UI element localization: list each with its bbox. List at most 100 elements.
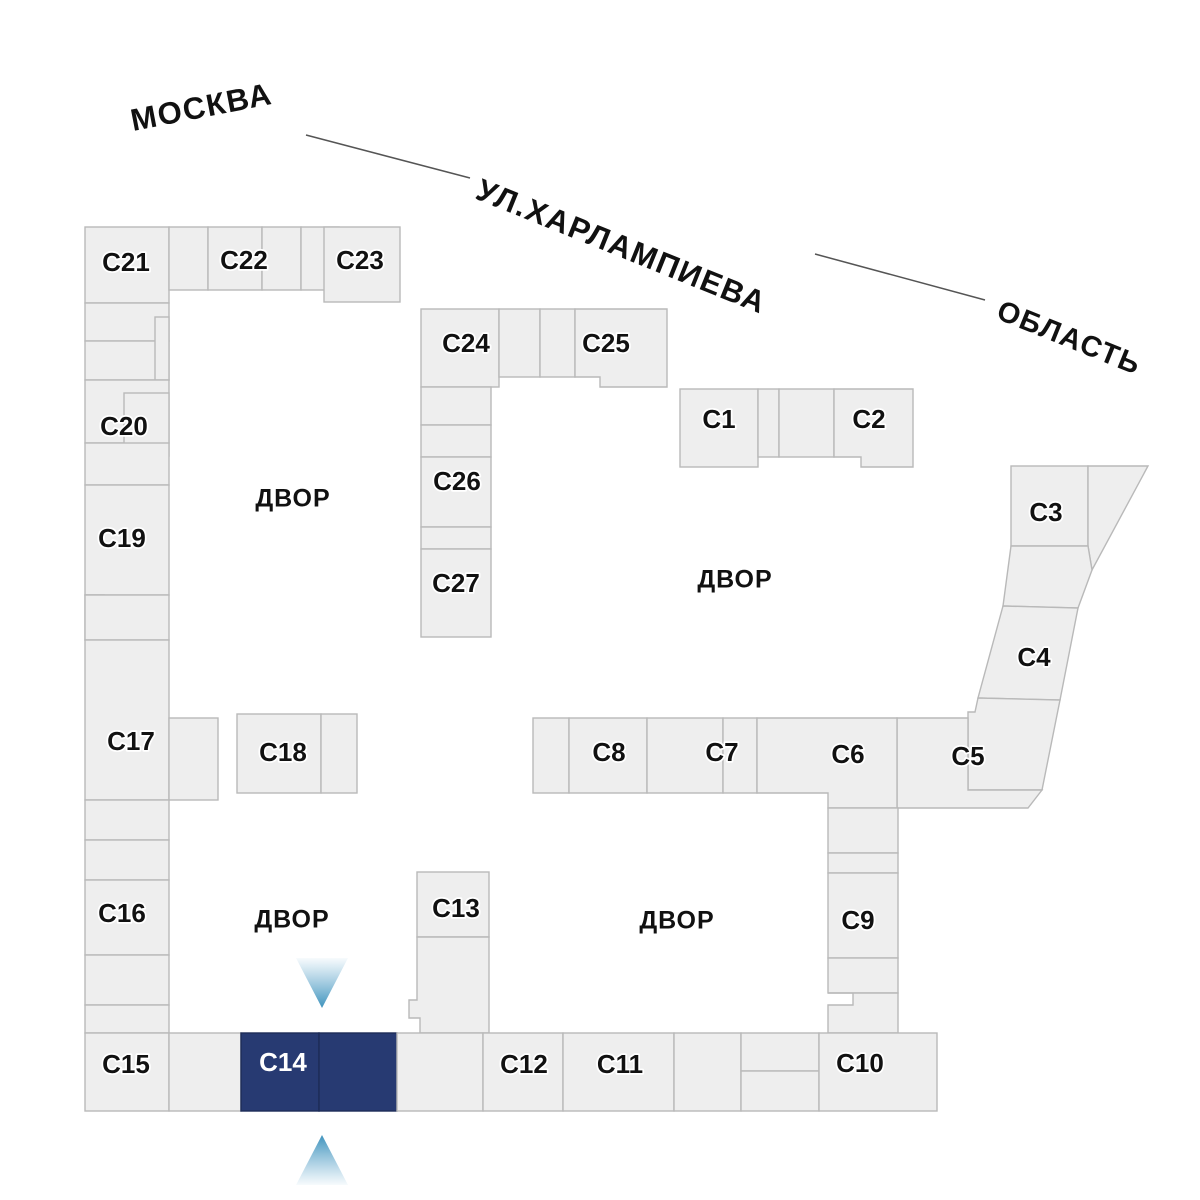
building-C14[interactable] — [240, 1032, 320, 1112]
building-C1[interactable] — [679, 388, 759, 468]
building-C12[interactable] — [482, 1032, 564, 1112]
building-C18-annex[interactable] — [320, 713, 358, 794]
building-C10-link-lower[interactable] — [740, 1070, 820, 1112]
building-label-C7: C7 — [705, 737, 738, 767]
leader-line-oblast — [814, 253, 986, 301]
entrance-marker-north-icon[interactable] — [296, 958, 348, 1008]
building-label-C21: C21 — [102, 247, 150, 277]
building-C11-annex[interactable] — [673, 1032, 742, 1112]
building-west-spine-3[interactable] — [84, 442, 170, 486]
label-oblast: ОБЛАСТЬ — [992, 295, 1145, 382]
yard-label-northwest: ДВОР — [255, 485, 330, 513]
building-C17-annex[interactable] — [168, 717, 219, 801]
block-group-east-row — [532, 717, 898, 809]
building-C1-annex[interactable] — [757, 388, 780, 458]
building-west-spine-8[interactable] — [84, 1004, 170, 1034]
building-west-spine-4[interactable] — [84, 594, 170, 641]
building-label-C5: C5 — [951, 741, 984, 771]
entrance-marker-south-icon[interactable] — [296, 1135, 348, 1185]
block-group-east — [896, 465, 1150, 809]
building-west-spine-5[interactable] — [84, 799, 170, 841]
building-C13[interactable] — [416, 871, 490, 938]
building-C13-spine[interactable] — [408, 936, 490, 1034]
building-C26[interactable] — [420, 456, 492, 528]
building-label-C3: C3 — [1029, 497, 1062, 527]
building-C19[interactable] — [84, 484, 170, 596]
building-west-spine-6[interactable] — [84, 839, 170, 881]
building-C9-spine-4[interactable] — [827, 992, 899, 1034]
block-group-northwest — [84, 226, 401, 1034]
entrance-markers — [296, 958, 348, 1185]
building-label-C12: C12 — [500, 1049, 548, 1079]
building-C24-annex[interactable] — [498, 308, 541, 378]
building-central-spine-3[interactable] — [420, 526, 492, 550]
building-C7[interactable] — [646, 717, 724, 794]
building-label-C23: C23 — [336, 245, 384, 275]
building-C21-annex[interactable] — [168, 226, 209, 291]
building-C1-C2-link[interactable] — [778, 388, 835, 458]
building-C27[interactable] — [420, 548, 492, 638]
building-west-spine-7[interactable] — [84, 954, 170, 1006]
building-C18[interactable] — [236, 713, 322, 794]
building-label-C8: C8 — [592, 737, 625, 767]
building-C10[interactable] — [818, 1032, 938, 1112]
building-label-C14: C14 — [259, 1047, 307, 1077]
building-C8[interactable] — [568, 717, 648, 794]
yard-label-northeast: ДВОР — [697, 566, 772, 594]
building-C25-left[interactable] — [539, 308, 576, 378]
building-C9-spine-2[interactable] — [827, 852, 899, 874]
building-label-C17: C17 — [107, 726, 155, 756]
building-label-C19: C19 — [98, 523, 146, 553]
building-east-spine-1[interactable] — [1002, 545, 1093, 609]
building-label-C9: C9 — [841, 905, 874, 935]
building-central-spine-1[interactable] — [420, 386, 492, 426]
building-label-C25: C25 — [582, 328, 630, 358]
building-C25[interactable] — [574, 308, 668, 388]
label-moscow: МОСКВА — [128, 76, 276, 138]
building-C3[interactable] — [1010, 465, 1089, 547]
building-C12-left[interactable] — [396, 1032, 484, 1112]
building-label-C18: C18 — [259, 737, 307, 767]
yard-label-southeast: ДВОР — [639, 907, 714, 935]
building-C21[interactable] — [84, 226, 170, 304]
building-C8-left[interactable] — [532, 717, 570, 794]
building-C9-spine-1[interactable] — [827, 807, 899, 854]
building-label-C22: C22 — [220, 245, 268, 275]
building-C14-annex[interactable] — [318, 1032, 398, 1112]
building-C24[interactable] — [420, 308, 500, 388]
yard-label-southwest: ДВОР — [254, 906, 329, 934]
building-label-C26: C26 — [433, 466, 481, 496]
building-label-C27: C27 — [432, 568, 480, 598]
building-C2[interactable] — [833, 388, 914, 468]
yard-labels: ДВОР ДВОР ДВОР ДВОР — [254, 485, 772, 935]
building-central-spine-2[interactable] — [420, 424, 492, 458]
building-label-C1: C1 — [702, 404, 735, 434]
building-label-C16: C16 — [98, 898, 146, 928]
building-C9-spine-3[interactable] — [827, 957, 899, 994]
building-C22-mid[interactable] — [261, 226, 302, 291]
building-C15-annex[interactable] — [168, 1032, 242, 1112]
building-labels: C21 C22 C23 C20 C19 C17 C18 C16 C15 C14 … — [96, 243, 1064, 1081]
building-label-C24: C24 — [442, 328, 490, 358]
leader-line-moscow — [305, 134, 471, 179]
building-C17[interactable] — [84, 639, 170, 801]
building-label-C4: C4 — [1017, 642, 1051, 672]
building-west-spine-notch[interactable] — [154, 316, 170, 381]
block-group-c9 — [827, 807, 899, 1034]
building-C11[interactable] — [562, 1032, 675, 1112]
building-label-C20: C20 — [100, 411, 148, 441]
building-label-C13: C13 — [432, 893, 480, 923]
building-C3-wedge[interactable] — [1087, 465, 1150, 573]
block-group-central — [420, 308, 668, 638]
building-C10-link-upper[interactable] — [740, 1032, 820, 1072]
building-label-C11: C11 — [597, 1049, 643, 1079]
block-group-south — [84, 871, 938, 1112]
building-C15[interactable] — [84, 1032, 170, 1112]
block-group-northeast — [679, 388, 914, 468]
label-street-harlampieva: УЛ.ХАРЛАМПИЕВА — [471, 172, 771, 320]
building-C6[interactable] — [756, 717, 898, 809]
building-label-C2: C2 — [852, 404, 885, 434]
building-label-C10: C10 — [836, 1048, 884, 1078]
building-C23[interactable] — [323, 226, 401, 303]
